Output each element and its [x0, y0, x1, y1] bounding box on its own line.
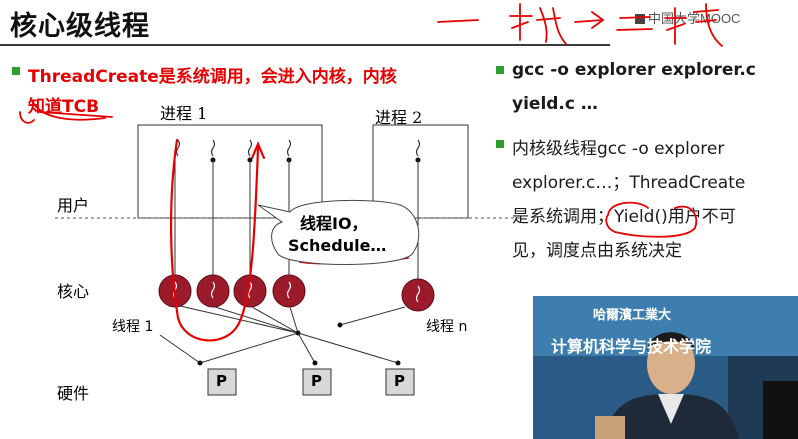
- hub-dot: [338, 323, 343, 328]
- threadn-label: 线程 n: [426, 316, 467, 336]
- row-label-hardware: 硬件: [57, 380, 89, 404]
- process1-label: 进程 1: [160, 100, 207, 124]
- cpu-label-1: P: [216, 372, 227, 390]
- video-banner-top: 哈爾濱工業大: [593, 304, 671, 323]
- callout-line2: Schedule…: [288, 236, 386, 255]
- scheduler-hub: [296, 331, 301, 336]
- cpu-label-2: P: [311, 372, 322, 390]
- thread-squiggles: [177, 140, 420, 156]
- cpu-label-3: P: [394, 372, 405, 390]
- row-label-kernel: 核心: [57, 278, 89, 302]
- lecturer-video: 哈爾濱工業大 计算机科学与技术学院: [533, 296, 798, 439]
- scheduler-links: [160, 306, 405, 363]
- process2-label: 进程 2: [375, 104, 422, 128]
- cpu-link-dots: [198, 361, 401, 366]
- thread1-label: 线程 1: [112, 316, 153, 336]
- kernel-thread-balls: [159, 275, 434, 311]
- row-label-user: 用户: [57, 192, 89, 216]
- thread-dots: [211, 158, 421, 163]
- video-banner-text: 计算机科学与技术学院: [551, 333, 711, 357]
- process1-box: [138, 125, 322, 218]
- callout-line1: 线程IO，: [300, 210, 368, 234]
